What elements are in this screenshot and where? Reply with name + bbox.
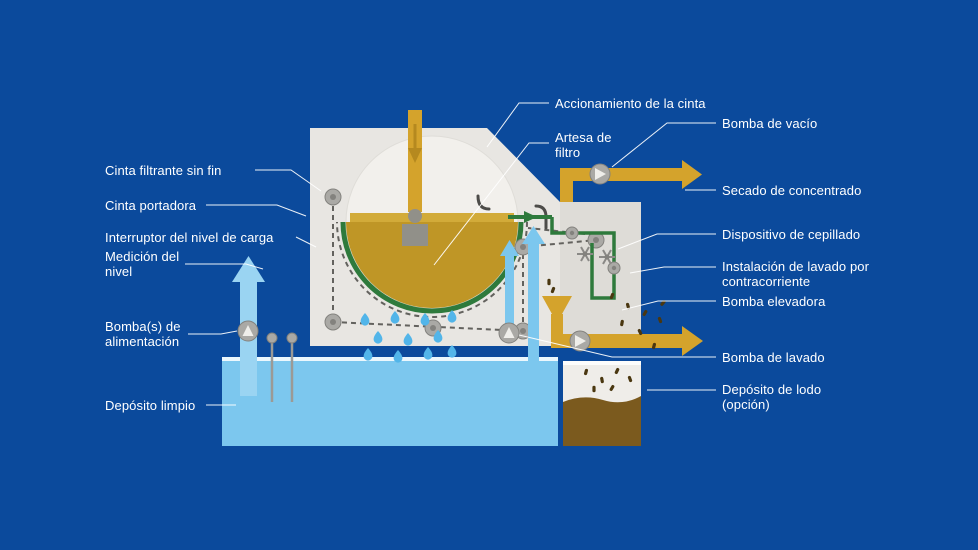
- vacuum-pipe: [560, 168, 682, 181]
- feed-arrow-head: [408, 148, 422, 163]
- label-accionamiento-cinta: Accionamiento de la cinta: [555, 96, 706, 111]
- sludge-tank: [563, 361, 641, 446]
- slurry-surface: [350, 213, 514, 223]
- leader-cinta-filtrante: [255, 169, 322, 192]
- feed-assembly: [232, 256, 299, 404]
- leader-elevadora: [621, 300, 716, 311]
- label-deposito-limpio: Depósito limpio: [105, 398, 196, 413]
- leader-lines: [185, 102, 716, 406]
- loop-pump-icon: [565, 226, 579, 240]
- label-cinta-filtrante: Cinta filtrante sin fin: [105, 163, 222, 178]
- leader-cepillado: [617, 233, 716, 250]
- wash-pipe-small-arrow: [500, 240, 519, 256]
- label-dispositivo-cepillado: Dispositivo de cepillado: [722, 227, 861, 242]
- leader-interruptor: [295, 236, 317, 248]
- discharge-arrow-head: [682, 326, 703, 356]
- clean-water-tank: [222, 357, 558, 446]
- load-level-switch: [402, 224, 428, 246]
- vacuum-line: [560, 160, 702, 202]
- water-drop: [423, 347, 433, 360]
- label-bomba-lavado: Bomba de lavado: [722, 350, 825, 365]
- slurry: [346, 222, 518, 308]
- label-deposito-lodo: Depósito de lodo (opción): [722, 382, 822, 413]
- label-interruptor-nivel-carga: Interruptor del nivel de carga: [105, 230, 274, 245]
- label-secado-concentrado: Secado de concentrado: [722, 183, 862, 198]
- label-instalacion-lavado: Instalación de lavado por contracorrient…: [722, 259, 870, 290]
- leader-bomba-vacio: [611, 122, 716, 168]
- wash-pump-icon: [498, 322, 520, 344]
- label-artesa-filtro: Artesa de filtro: [555, 130, 612, 161]
- sludge-tank-rim: [563, 361, 641, 365]
- green-arrow-head: [524, 211, 537, 223]
- feed-flow-arrow-head: [232, 256, 265, 282]
- leader-bombas-alimentacion: [188, 330, 238, 335]
- roller: [324, 313, 342, 331]
- clean-tank-rim: [222, 357, 558, 361]
- sludge-speck: [592, 385, 596, 393]
- leader-accionamiento: [486, 102, 549, 148]
- wash-pipe-main: [528, 240, 539, 380]
- vacuum-pump-icon: [589, 163, 611, 185]
- water-drop: [393, 350, 403, 363]
- label-cinta-portadora: Cinta portadora: [105, 198, 197, 213]
- concentrate-discharge: [542, 278, 703, 356]
- funnel: [542, 296, 572, 314]
- sludge-speck: [547, 278, 551, 286]
- roller: [324, 188, 342, 206]
- feed-pipe: [402, 110, 428, 246]
- feed-joint: [408, 209, 422, 223]
- sludge: [563, 396, 641, 446]
- sludge-speck: [642, 309, 648, 317]
- belt-arc-dashed: [336, 221, 528, 318]
- wash-pipes: [500, 226, 545, 380]
- water-drop: [363, 348, 373, 361]
- label-bomba-elevadora: Bomba elevadora: [722, 294, 826, 309]
- label-medicion-nivel: Medición del nivel: [105, 249, 180, 280]
- feed-pump-icon: [237, 320, 259, 342]
- leader-medicion: [185, 263, 264, 270]
- discharge-elbow: [551, 314, 563, 336]
- housing-right: [560, 202, 641, 346]
- filter-trough: [345, 135, 519, 309]
- water-drop: [447, 345, 457, 358]
- wash-pipe-small: [505, 252, 514, 332]
- clean-water: [222, 357, 558, 446]
- concentrate-arrow-head: [682, 160, 702, 189]
- label-bomba-vacio: Bomba de vacío: [722, 116, 818, 131]
- leader-bomba-lavado: [518, 334, 716, 358]
- leader-artesa: [433, 142, 549, 266]
- sludge-speck: [657, 316, 663, 324]
- leader-cinta-portadora: [206, 204, 307, 217]
- counterflow-wash-loop: [508, 211, 621, 300]
- leader-lavado: [629, 266, 716, 274]
- wash-pipe-arrow: [522, 226, 545, 244]
- label-bombas-alimentacion: Bomba(s) de alimentación: [105, 319, 181, 350]
